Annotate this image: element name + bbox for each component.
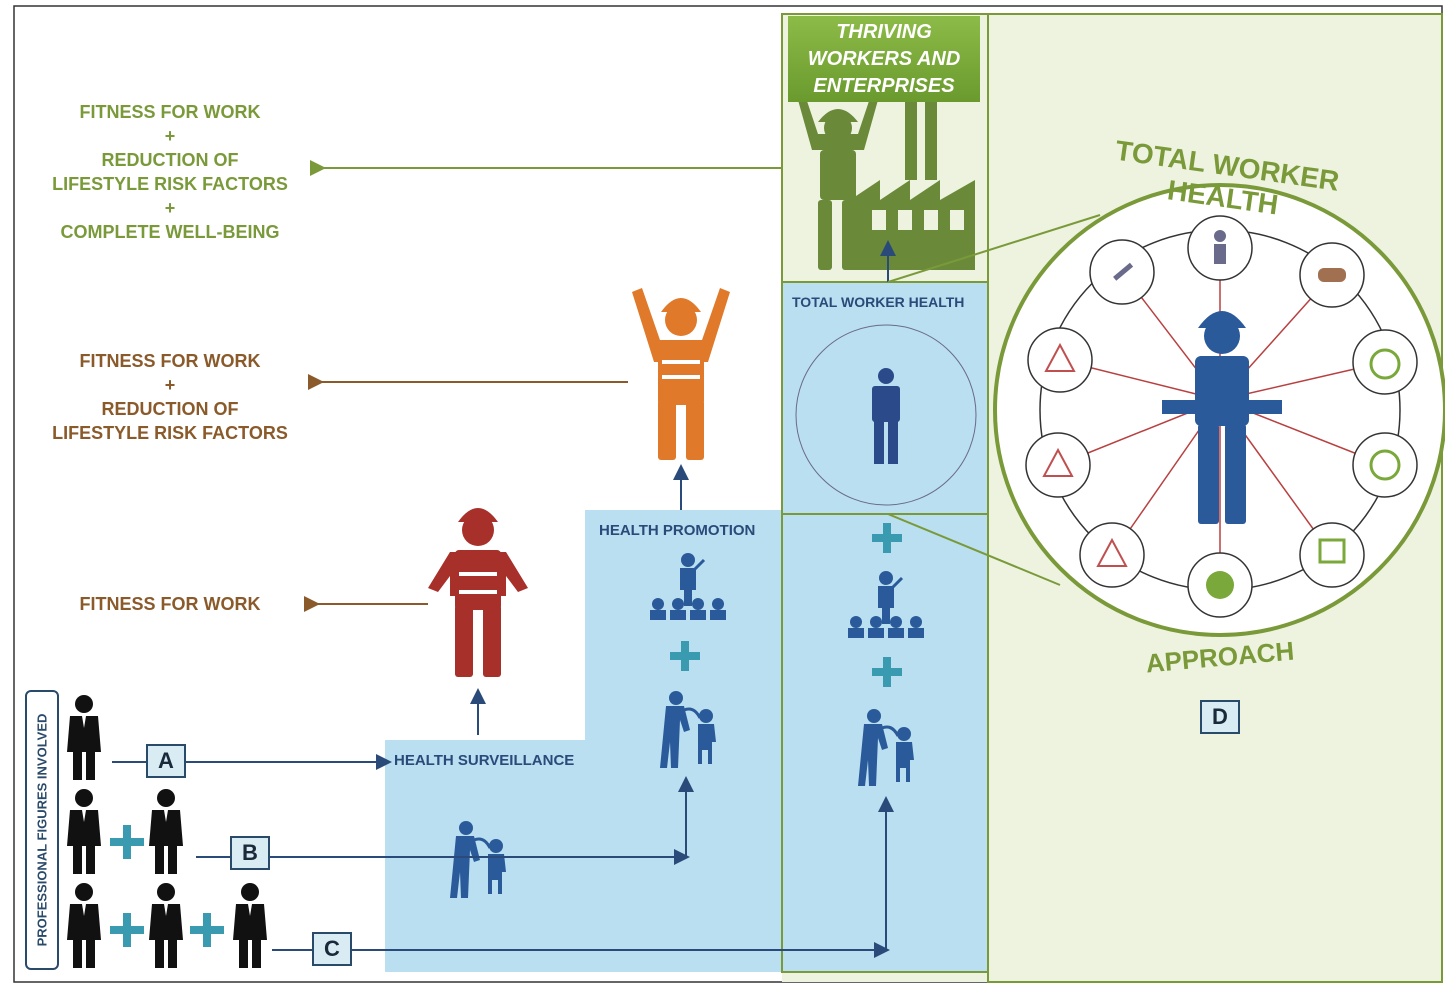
outcome-thriving: FITNESS FOR WORK + REDUCTION OF LIFESTYL… — [40, 100, 300, 244]
outcome-line: + — [164, 375, 176, 395]
banner-line: THRIVING — [836, 20, 932, 43]
outcome-line: LIFESTYLE RISK FACTORS — [52, 174, 288, 194]
outcome-line: FITNESS FOR WORK — [79, 351, 261, 371]
professional-icon — [67, 883, 101, 968]
box-a: A — [146, 744, 186, 778]
professionals-label: PROFESSIONAL FIGURES INVOLVED — [25, 690, 59, 970]
professional-icon — [67, 789, 101, 874]
doctor-icon — [149, 789, 183, 874]
doctor-icon — [149, 883, 183, 968]
outcome-line: LIFESTYLE RISK FACTORS — [52, 423, 288, 443]
stage-twh: TOTAL WORKER HEALTH — [792, 294, 965, 310]
twh-big-diagram — [887, 183, 1445, 637]
professionals-label-text: PROFESSIONAL FIGURES INVOLVED — [34, 713, 50, 947]
outcome-line: COMPLETE WELL-BEING — [60, 222, 280, 242]
thriving-worker-icon — [798, 98, 878, 270]
box-d: D — [1200, 700, 1240, 734]
outcome-line: FITNESS FOR WORK — [79, 102, 261, 122]
professional-icon — [67, 695, 101, 780]
orange-worker-icon — [632, 288, 730, 460]
stopwatch-icon — [1352, 329, 1418, 395]
plus-icons — [110, 523, 902, 947]
engineer-icon — [233, 883, 267, 968]
outcome-surveillance: FITNESS FOR WORK — [40, 592, 300, 616]
outcome-promotion: FITNESS FOR WORK + REDUCTION OF LIFESTYL… — [40, 349, 300, 445]
outcome-line: + — [164, 126, 176, 146]
stage-promotion: HEALTH PROMOTION — [599, 522, 756, 539]
stage-surveillance: HEALTH SURVEILLANCE — [394, 752, 575, 769]
banner-line: ENTERPRISES — [813, 74, 955, 97]
box-c: C — [312, 932, 352, 966]
outcome-line: + — [164, 198, 176, 218]
thriving-banner: THRIVING WORKERS AND ENTERPRISES — [788, 16, 980, 102]
twh-mini-diagram — [795, 324, 977, 506]
red-worker-icon — [428, 508, 528, 677]
banner-line: WORKERS AND — [807, 47, 961, 70]
outcome-line: REDUCTION OF — [101, 150, 239, 170]
box-b: B — [230, 836, 270, 870]
outcome-line: FITNESS FOR WORK — [79, 594, 261, 614]
skull-hazard-icon — [1079, 522, 1145, 588]
chart-board-icon — [1299, 522, 1365, 588]
outcome-line: REDUCTION OF — [101, 399, 239, 419]
money-icon — [1352, 432, 1418, 498]
warning-icon — [1027, 327, 1093, 393]
biohazard-icon — [1025, 432, 1091, 498]
